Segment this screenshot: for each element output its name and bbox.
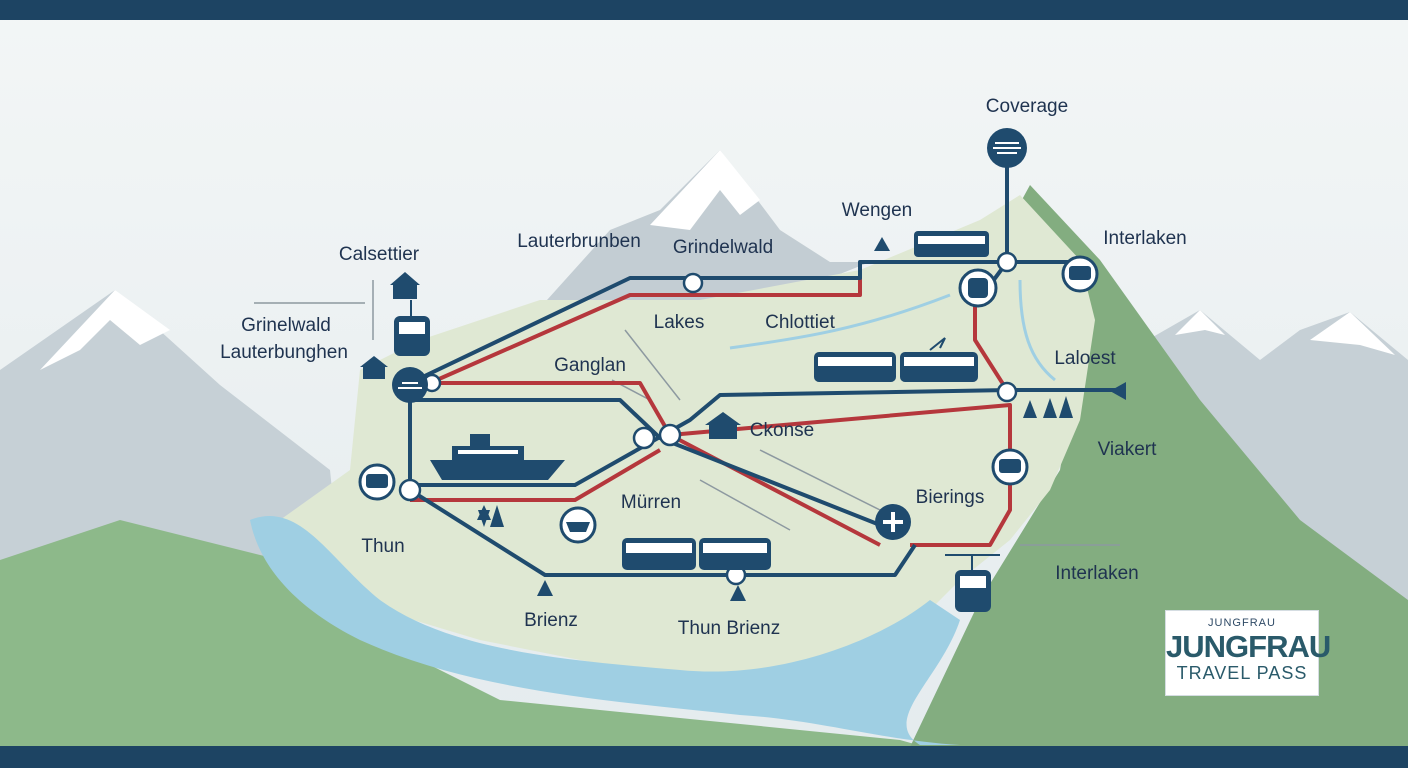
- peak-marker-icon: [537, 237, 1126, 601]
- logo-subtitle: TRAVEL PASS: [1176, 663, 1308, 683]
- chalet-icon: [705, 412, 741, 439]
- medical-cross-icon[interactable]: [875, 504, 911, 540]
- label-calsettier: Calsettier: [339, 244, 420, 265]
- station-node[interactable]: [682, 272, 704, 294]
- leader-lines: [254, 280, 1120, 546]
- chalet-icon: [360, 356, 388, 379]
- station-node[interactable]: [398, 478, 422, 502]
- label-thun: Thun: [361, 536, 404, 557]
- jungfrau-travel-pass-logo: JUNGFRAU JUNGFRAU TRAVEL PASS: [1165, 610, 1331, 696]
- station-node[interactable]: [632, 426, 656, 450]
- label-interlaken-bottom: Interlaken: [1055, 563, 1138, 584]
- label-brienz: Brienz: [524, 610, 578, 631]
- boat-icon: [430, 434, 565, 480]
- label-wengen: Wengen: [842, 200, 912, 221]
- top-frame-bar: [0, 0, 1408, 20]
- label-lauterbunghen: Lauterbunghen: [220, 342, 348, 363]
- logo-small-text: JUNGFRAU: [1208, 617, 1276, 629]
- station-node[interactable]: [996, 251, 1018, 273]
- label-gangian: Ganglan: [554, 355, 626, 376]
- label-thun-brienz: Thun Brienz: [678, 618, 780, 639]
- label-murren: Mürren: [621, 492, 681, 513]
- tree-icon: [477, 396, 1073, 527]
- station-node[interactable]: [658, 423, 682, 447]
- label-laloest: Laloest: [1054, 348, 1116, 369]
- river-stream-east: [1018, 279, 1056, 382]
- label-bierings: Bierings: [916, 487, 985, 508]
- label-ckonse: Ckonse: [750, 420, 814, 441]
- main-hub-icon[interactable]: [392, 367, 428, 403]
- label-viakert: Viakert: [1098, 439, 1158, 460]
- bus-stop-icon[interactable]: [358, 463, 396, 501]
- coverage-rail-icon[interactable]: [987, 128, 1027, 168]
- cable-car-icon: [945, 554, 1000, 612]
- lake-water: [250, 516, 960, 745]
- label-chalottiet: Chlottiet: [765, 312, 835, 333]
- label-grindelwald-top: Grindelwald: [673, 237, 773, 258]
- label-coverage: Coverage: [986, 96, 1068, 117]
- chalet-icon: [390, 272, 420, 299]
- train-icon: [814, 337, 978, 382]
- station-nodes: [398, 251, 1018, 586]
- label-lakes: Lakes: [654, 312, 705, 333]
- blue-route-lines: [408, 165, 1120, 577]
- boat-stop-icon[interactable]: [559, 506, 597, 544]
- label-lauterbrunnen-top: Lauterbrunben: [517, 231, 641, 252]
- bus-stop-icon[interactable]: [991, 448, 1029, 486]
- river-stream: [729, 293, 951, 350]
- bus-stop-icon[interactable]: [1061, 255, 1099, 293]
- bottom-frame-bar: [0, 746, 1408, 768]
- label-interlaken-top: Interlaken: [1103, 228, 1186, 249]
- station-node[interactable]: [996, 381, 1018, 403]
- logo-title: JUNGFRAU: [1166, 629, 1331, 664]
- gondola-stop-icon[interactable]: [958, 268, 998, 308]
- train-icon: [622, 538, 771, 570]
- train-icon: [914, 231, 989, 257]
- cable-car-icon: [394, 300, 430, 356]
- label-grinelwald: Grinelwald: [241, 315, 331, 336]
